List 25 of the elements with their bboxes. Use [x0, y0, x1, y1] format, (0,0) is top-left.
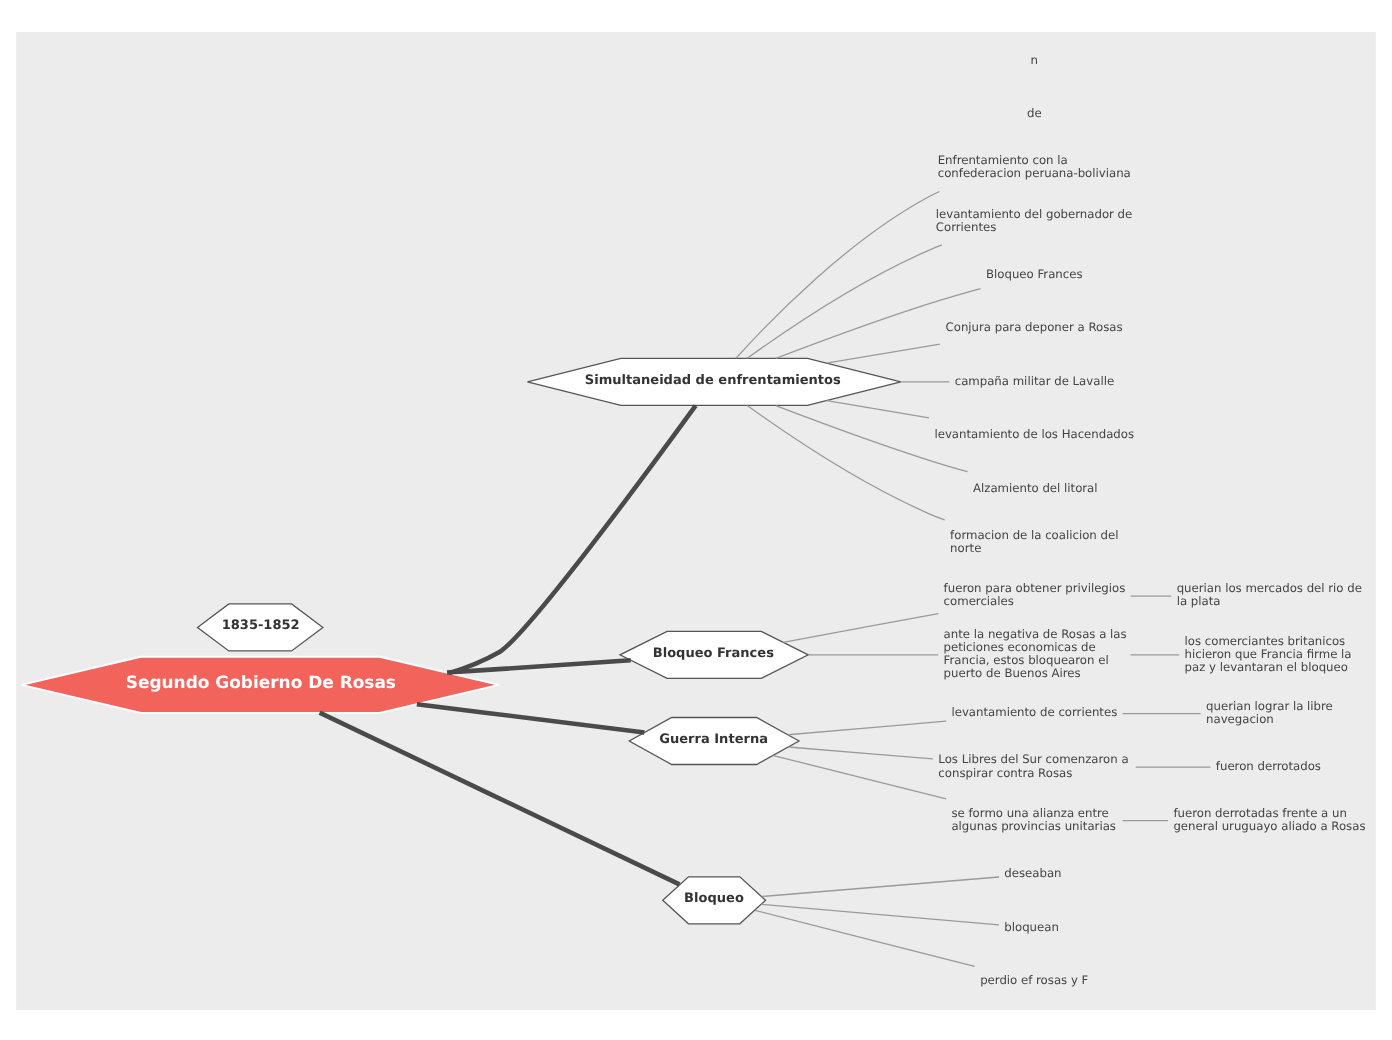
connector: [1129, 653, 1180, 655]
connector: [1129, 594, 1172, 596]
connector: [900, 380, 950, 382]
connector: [1121, 711, 1202, 714]
connector: [735, 189, 941, 358]
connector: [787, 719, 947, 735]
connector: [775, 403, 969, 472]
connector: [318, 709, 681, 886]
connector: [746, 243, 943, 358]
connector: [775, 286, 982, 358]
connector: [787, 745, 934, 759]
connector: [825, 342, 941, 363]
connector: [760, 902, 1000, 925]
connector: [1121, 819, 1169, 821]
connector: [746, 403, 946, 520]
connector: [754, 908, 976, 967]
connector: [807, 653, 939, 655]
connector: [825, 399, 930, 418]
connector: [772, 753, 947, 799]
connector: [446, 657, 631, 674]
connector: [448, 403, 698, 675]
connector: [1134, 765, 1212, 767]
connector: [416, 700, 645, 734]
connector: [760, 875, 1000, 897]
connector: [782, 611, 939, 642]
